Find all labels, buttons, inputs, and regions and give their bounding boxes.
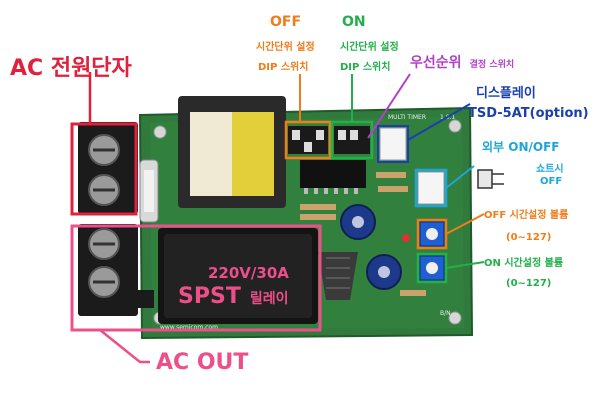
ac-out-title: AC OUT (156, 350, 249, 375)
power-terminal-title: AC 전원단자 (10, 56, 132, 81)
relay-type: SPST (178, 284, 241, 309)
external-label: 외부 ON/OFF (482, 140, 560, 154)
off-volume-label: OFF 시간설정 볼륨 (484, 210, 569, 221)
priority-label: 우선순위 (410, 55, 462, 71)
relay-rating: 220V/30A (208, 264, 289, 282)
ac-out-highlight (70, 224, 322, 332)
off-volume-range: (0~127) (506, 232, 552, 243)
on-volume-label: ON 시간설정 볼륨 (484, 258, 564, 269)
off-heading: OFF (270, 14, 302, 30)
display-model: TSD-5AT(option) (468, 106, 589, 121)
silk-bottom-right: B/N (440, 310, 451, 317)
on-line1: 시간단위 설정 (340, 42, 399, 53)
on-volume-range: (0~127) (506, 278, 552, 289)
display-connector (379, 127, 407, 161)
priority-line: 우선순위 결정 스위치 (410, 52, 514, 72)
switch-icon (477, 169, 504, 189)
mount-hole (448, 311, 462, 325)
mount-hole (448, 119, 462, 133)
external-connector (417, 171, 445, 205)
short-label: 쇼트시 (536, 164, 564, 175)
on-line2: DIP 스위치 (340, 62, 391, 73)
led (402, 234, 410, 242)
off-line2: DIP 스위치 (258, 62, 309, 73)
relay-type-line: SPST 릴레이 (178, 284, 289, 309)
mount-hole (153, 125, 167, 139)
silk-top-right: MULTI TIMER (388, 114, 426, 121)
power-terminal-highlight (70, 122, 138, 216)
ic-chip (300, 160, 366, 188)
on-heading: ON (342, 14, 366, 30)
relay-suffix: 릴레이 (249, 291, 289, 307)
off-line1: 시간단위 설정 (256, 42, 315, 53)
priority-suffix: 결정 스위치 (469, 60, 515, 70)
short-off: OFF (540, 176, 563, 187)
display-label: 디스플레이 (476, 86, 536, 101)
silk-bottom-left: www.semicom.com (160, 324, 218, 331)
